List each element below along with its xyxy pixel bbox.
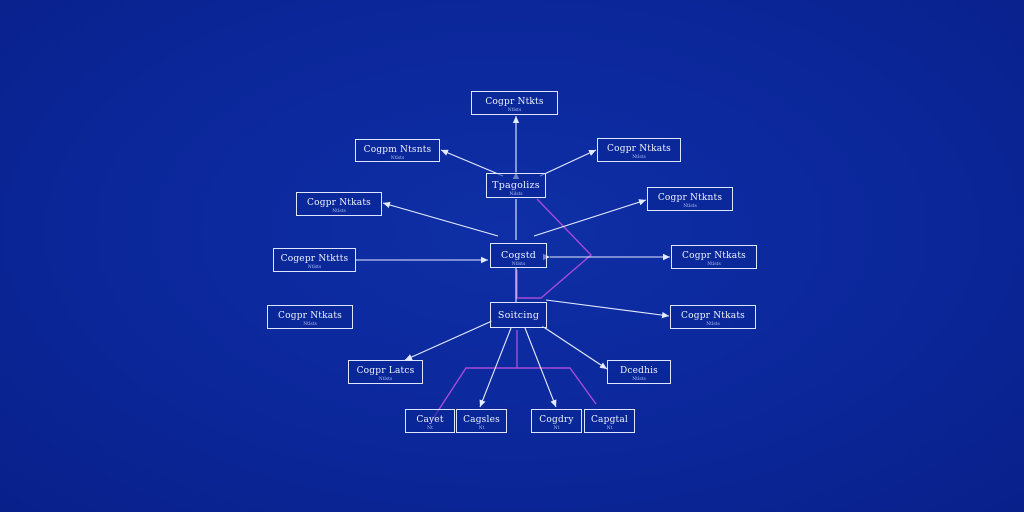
node-right[interactable]: Cogpr Ntkats Ntlsts [671,245,757,269]
node-bottom-left[interactable]: Cogpr Latcs Ntlsts [348,360,423,384]
edge-hub-br-left [541,325,608,370]
edge-hub-leaf2 [479,327,512,408]
node-title: Cogpr Ntkats [307,198,371,208]
edge-hub-upper-right [539,149,597,177]
node-subtitle: Nt [478,426,485,431]
node-subtitle: Ntlsts [303,322,317,327]
node-bottom-right[interactable]: Dcedhis Ntlsts [607,360,671,384]
node-title: Capgtal [590,415,629,425]
node-title: Tpagolizs [492,180,540,191]
edge-mid-right [533,199,647,237]
node-subtitle: Ntlsts [332,209,346,214]
node-title: Cogpr Ntkats [682,251,746,261]
edge-hub-bl-left [404,320,493,361]
node-title: Cagsles [463,415,500,425]
node-hub-low[interactable]: Soitcing [490,302,547,328]
node-title: Soitcing [497,310,540,321]
accent-path-lower-right [517,367,597,405]
node-mid-right[interactable]: Cogpr Ntknts Ntlsts [647,187,733,211]
node-subtitle: Ntlsts [632,377,646,382]
node-title: Cogpr Latcs [356,366,415,376]
node-subtitle: Ntlsts [378,377,393,382]
node-subtitle: Nilsts [509,191,523,197]
node-lower-right[interactable]: Cogpr Ntkats Ntlsts [670,305,756,329]
node-title: Dcedhis [619,366,659,376]
node-subtitle: Ntlsts [307,265,322,270]
node-subtitle: Ntlsts [390,156,405,161]
node-title: Cogdry [539,415,574,425]
node-leaf-3[interactable]: Cogdry Nt [531,409,582,433]
edge-hub-upper-left [440,149,504,177]
node-title: Cogpr Ntknts [657,193,723,203]
accent-path-lower [431,330,518,421]
node-title: Cogpr Ntkats [681,311,745,321]
node-subtitle: Ntlsts [706,322,720,327]
node-hub-mid[interactable]: Cogstd Ntlsts [490,243,547,268]
node-leaf-1[interactable]: Cayet Nt [405,409,455,433]
accent-path [516,198,593,299]
node-title: Cogpr Ntkats [278,311,342,321]
node-title: Cogpm Ntsnts [363,145,432,155]
node-title: Cogstd [500,250,537,261]
node-hub-top[interactable]: Tpagolizs Nilsts [486,173,546,198]
node-title: Cogepr Ntktts [280,254,349,264]
node-subtitle: Ntlsts [507,108,522,113]
node-left[interactable]: Cogepr Ntktts Ntlsts [273,248,356,272]
node-mid-left[interactable]: Cogpr Ntkats Ntlsts [296,192,382,216]
edge-mid-left [382,201,499,237]
node-subtitle: Nt [553,426,560,431]
node-title: Cayet [416,415,444,425]
node-upper-left[interactable]: Cogpm Ntsnts Ntlsts [355,139,440,162]
node-upper-right[interactable]: Cogpr Ntkats Ntlsts [597,138,681,162]
node-title: Cogpr Ntkts [485,97,544,107]
node-leaf-2[interactable]: Cagsles Nt [456,409,507,433]
node-subtitle: Ntlsts [632,155,646,160]
node-title: Cogpr Ntkats [607,144,671,154]
node-subtitle: Ntlsts [511,261,526,267]
edge-hub-leaf3 [524,327,557,408]
node-top[interactable]: Cogpr Ntkts Ntlsts [471,91,558,115]
node-leaf-4[interactable]: Capgtal Nt [584,409,635,433]
node-lower-left[interactable]: Cogpr Ntkats Ntlsts [267,305,353,329]
node-subtitle: Nt [427,426,433,431]
node-subtitle: Ntlsts [683,204,697,209]
node-subtitle: Ntlsts [707,262,721,267]
node-subtitle: Nt [606,426,613,431]
edge-hub-lower-right [545,299,670,319]
